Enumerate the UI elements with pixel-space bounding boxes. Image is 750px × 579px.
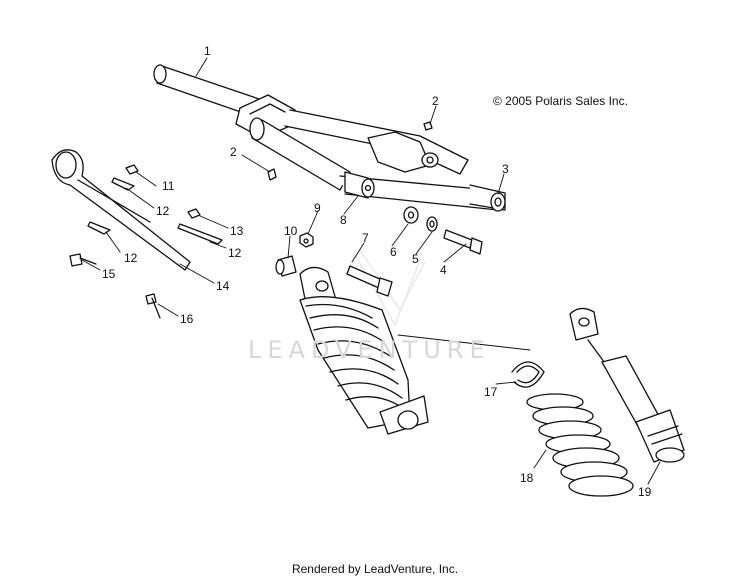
part-shock-body xyxy=(569,307,685,463)
leader-lines xyxy=(81,57,661,485)
callout-4: 4 xyxy=(440,263,447,277)
callout-3: 3 xyxy=(502,162,509,176)
callout-2: 2 xyxy=(230,145,237,159)
part-torque-arm xyxy=(153,64,506,212)
watermark-text: LEADVENTURE xyxy=(248,336,491,364)
callout-1: 1 xyxy=(204,44,211,58)
callout-7: 7 xyxy=(362,231,369,245)
callout-10: 10 xyxy=(284,224,298,238)
part-spring-clip xyxy=(511,361,545,388)
part-shock-assembly xyxy=(299,266,531,435)
part-hardware xyxy=(275,206,483,297)
callout-17: 17 xyxy=(484,385,498,399)
part-arm-assembly-left xyxy=(51,149,223,319)
callout-5: 5 xyxy=(412,252,419,266)
part-spring xyxy=(526,393,634,497)
callout-13: 13 xyxy=(230,224,244,238)
callout-6: 6 xyxy=(390,245,397,259)
callout-11: 11 xyxy=(162,179,175,193)
callout-18: 18 xyxy=(520,471,534,485)
footer-credit: Rendered by LeadVenture, Inc. xyxy=(291,562,459,576)
callout-12: 12 xyxy=(124,251,138,265)
callout-2: 2 xyxy=(432,94,439,108)
callout-14: 14 xyxy=(216,279,230,293)
callout-12: 12 xyxy=(156,204,170,218)
callouts: 1 2 2 3 4 5 6 7 8 9 10 11 12 12 12 13 14… xyxy=(102,44,652,499)
callout-9: 9 xyxy=(314,201,321,215)
copyright-notice: © 2005 Polaris Sales Inc. xyxy=(493,94,628,108)
callout-12: 12 xyxy=(228,246,242,260)
callout-19: 19 xyxy=(638,485,652,499)
callout-16: 16 xyxy=(180,312,194,326)
callout-8: 8 xyxy=(340,213,347,227)
callout-15: 15 xyxy=(102,267,116,281)
